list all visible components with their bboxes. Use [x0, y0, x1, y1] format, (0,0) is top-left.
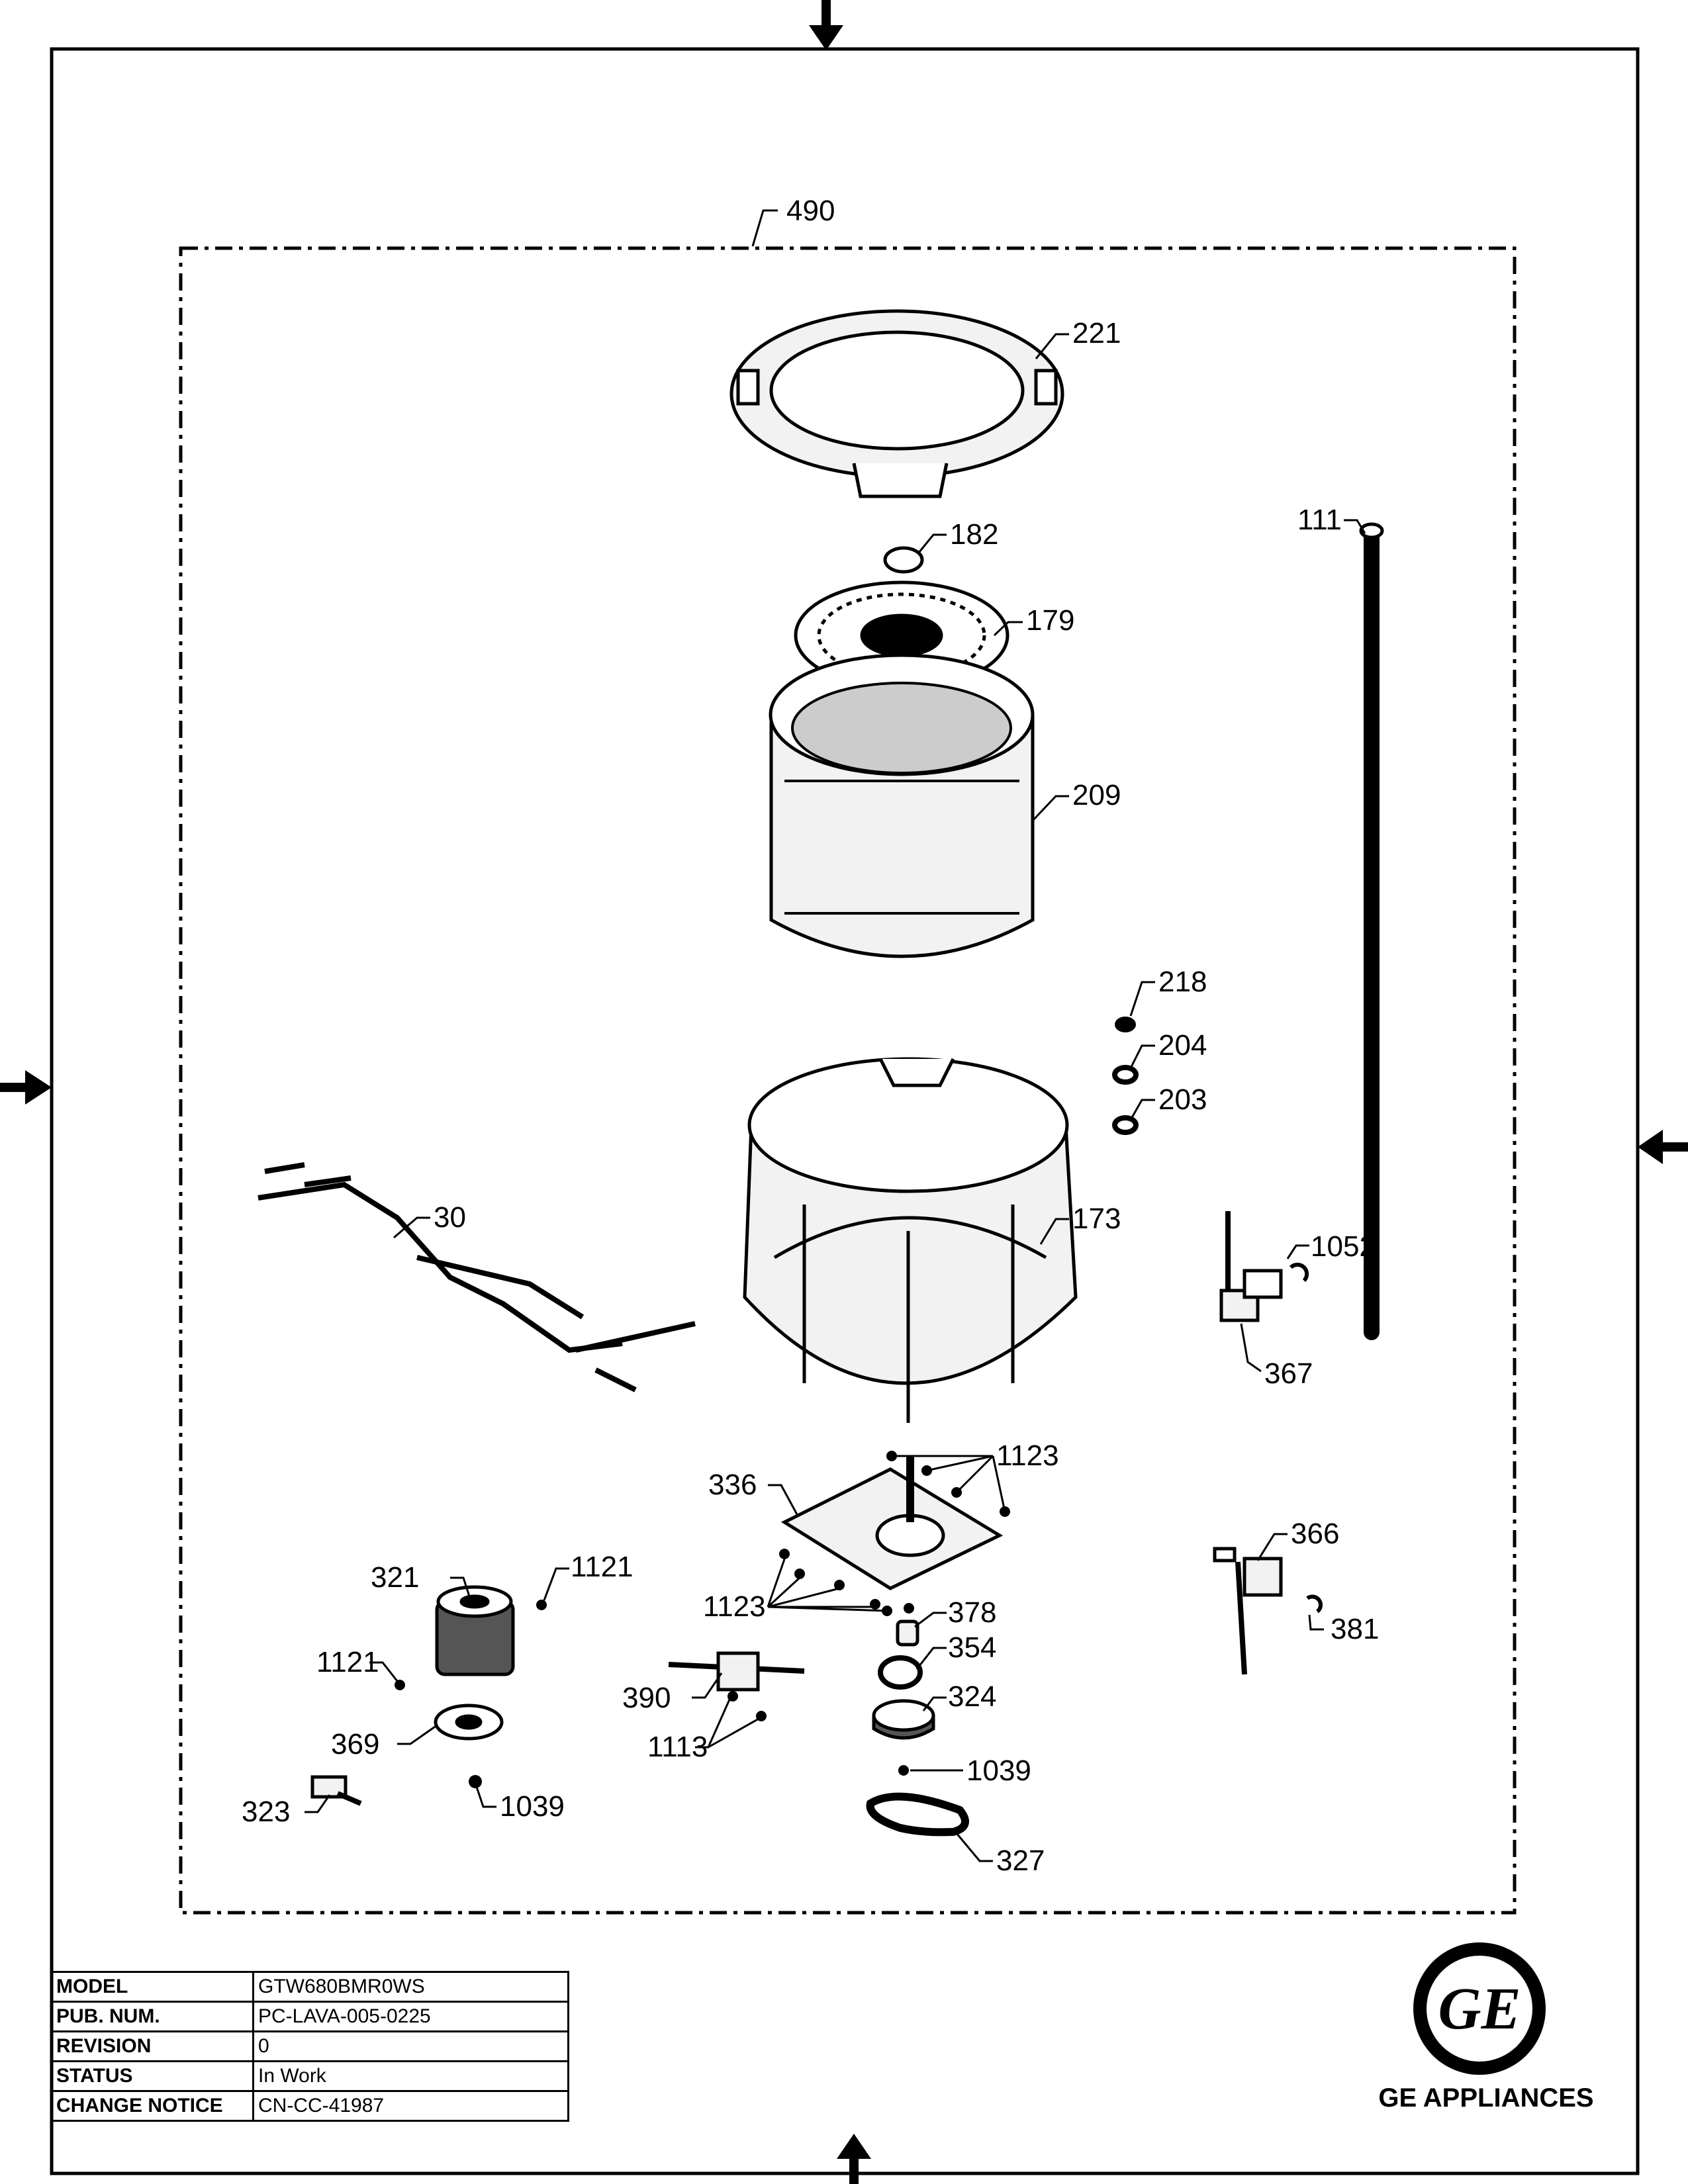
title-block: MODEL GTW680BMR0WS PUB. NUM. PC-LAVA-005…	[50, 1971, 569, 2122]
callout-1113: 1113	[647, 1731, 708, 1763]
part-1052-clamp	[1289, 1262, 1309, 1283]
callout-179: 179	[1026, 604, 1074, 637]
callout-1121b: 1121	[316, 1646, 379, 1678]
part-367-valve	[1219, 1211, 1283, 1322]
part-1039-nut-a	[469, 1775, 482, 1788]
part-221-tub-cover	[729, 309, 1064, 498]
part-323-bracket	[310, 1775, 362, 1806]
part-1121-screw-a	[536, 1600, 547, 1610]
title-row-change: CHANGE NOTICE CN-CC-41987	[50, 2090, 569, 2122]
callout-1121a: 1121	[571, 1551, 633, 1583]
callout-204: 204	[1158, 1029, 1207, 1062]
callout-323: 323	[242, 1796, 290, 1828]
callout-203: 203	[1158, 1083, 1207, 1116]
callout-324: 324	[948, 1680, 996, 1713]
model-value: GTW680BMR0WS	[252, 1971, 569, 2003]
assembly-boundary	[179, 246, 1517, 1915]
part-30-wire-harness	[258, 1162, 696, 1392]
revision-label: REVISION	[50, 2030, 254, 2062]
status-value: In Work	[252, 2060, 569, 2092]
callout-218: 218	[1158, 966, 1207, 998]
callout-321: 321	[371, 1561, 419, 1594]
part-173-outer-tub	[743, 1057, 1078, 1423]
leader-lines	[305, 209, 1366, 1862]
callout-173: 173	[1072, 1203, 1121, 1235]
callout-1123a: 1123	[996, 1439, 1059, 1472]
part-1113-screw-a	[727, 1691, 738, 1702]
registration-arrow-bottom	[837, 2134, 871, 2184]
pub-num-label: PUB. NUM.	[50, 2001, 254, 2032]
part-203-washer	[1112, 1115, 1139, 1135]
part-378-coupler	[896, 1619, 919, 1647]
callout-221: 221	[1072, 317, 1121, 349]
registration-arrow-left	[0, 1070, 52, 1105]
title-row-status: STATUS In Work	[50, 2060, 569, 2092]
part-182-cap	[883, 546, 924, 574]
callout-369: 369	[331, 1728, 379, 1760]
model-label: MODEL	[50, 1971, 254, 2003]
registration-arrow-right	[1638, 1130, 1688, 1164]
part-111-hose	[1359, 522, 1384, 1340]
callout-367: 367	[1264, 1357, 1313, 1390]
part-327-belt	[866, 1792, 969, 1837]
callout-378: 378	[948, 1596, 996, 1629]
change-notice-value: CN-CC-41987	[252, 2090, 569, 2122]
part-321-motor	[435, 1585, 515, 1676]
part-204-washer	[1112, 1065, 1139, 1085]
brand-name: GE APPLIANCES	[1378, 2083, 1594, 2113]
callout-30: 30	[434, 1201, 466, 1234]
callout-490: 490	[786, 195, 835, 227]
callout-354: 354	[948, 1631, 996, 1664]
status-label: STATUS	[50, 2060, 254, 2092]
part-324-pulley	[872, 1699, 935, 1740]
callout-1039b: 1039	[500, 1790, 565, 1823]
pub-num-value: PC-LAVA-005-0225	[252, 2001, 569, 2032]
callout-111: 111	[1297, 504, 1342, 536]
ge-logo-monogram: GE	[1438, 1976, 1521, 2042]
part-366-valve	[1213, 1547, 1283, 1675]
callout-1123b: 1123	[703, 1590, 766, 1623]
callout-327: 327	[996, 1844, 1045, 1877]
callout-labels: 490 221 111 182 179 209 218 204 203 30 1…	[242, 195, 1379, 1877]
title-row-pub: PUB. NUM. PC-LAVA-005-0225	[50, 2001, 569, 2032]
sheet-border	[50, 47, 1640, 2175]
callout-390: 390	[622, 1682, 671, 1714]
part-1121-screw-b	[395, 1680, 405, 1690]
callout-381: 381	[1331, 1613, 1379, 1645]
title-row-revision: REVISION 0	[50, 2030, 569, 2062]
revision-value: 0	[252, 2030, 569, 2062]
callout-209: 209	[1072, 779, 1121, 811]
part-369-motor-mount	[434, 1704, 504, 1741]
part-1039-nut-b	[898, 1765, 909, 1776]
callout-182: 182	[950, 518, 998, 551]
part-336-mount-plate	[780, 1456, 1004, 1590]
ge-logo: GE	[1413, 1942, 1546, 2075]
registration-arrow-top	[809, 0, 843, 50]
part-209-wash-basket	[769, 653, 1035, 958]
change-notice-label: CHANGE NOTICE	[50, 2090, 254, 2122]
part-390-pump-harness	[668, 1651, 805, 1692]
part-354-bearing	[878, 1655, 923, 1690]
callout-1052: 1052	[1311, 1230, 1376, 1263]
part-381-clamp	[1306, 1594, 1323, 1614]
part-218-nut	[1115, 1017, 1136, 1032]
callout-1039a: 1039	[966, 1754, 1031, 1787]
title-row-model: MODEL GTW680BMR0WS	[50, 1971, 569, 2003]
callout-366: 366	[1291, 1518, 1339, 1550]
callout-336: 336	[708, 1469, 757, 1501]
